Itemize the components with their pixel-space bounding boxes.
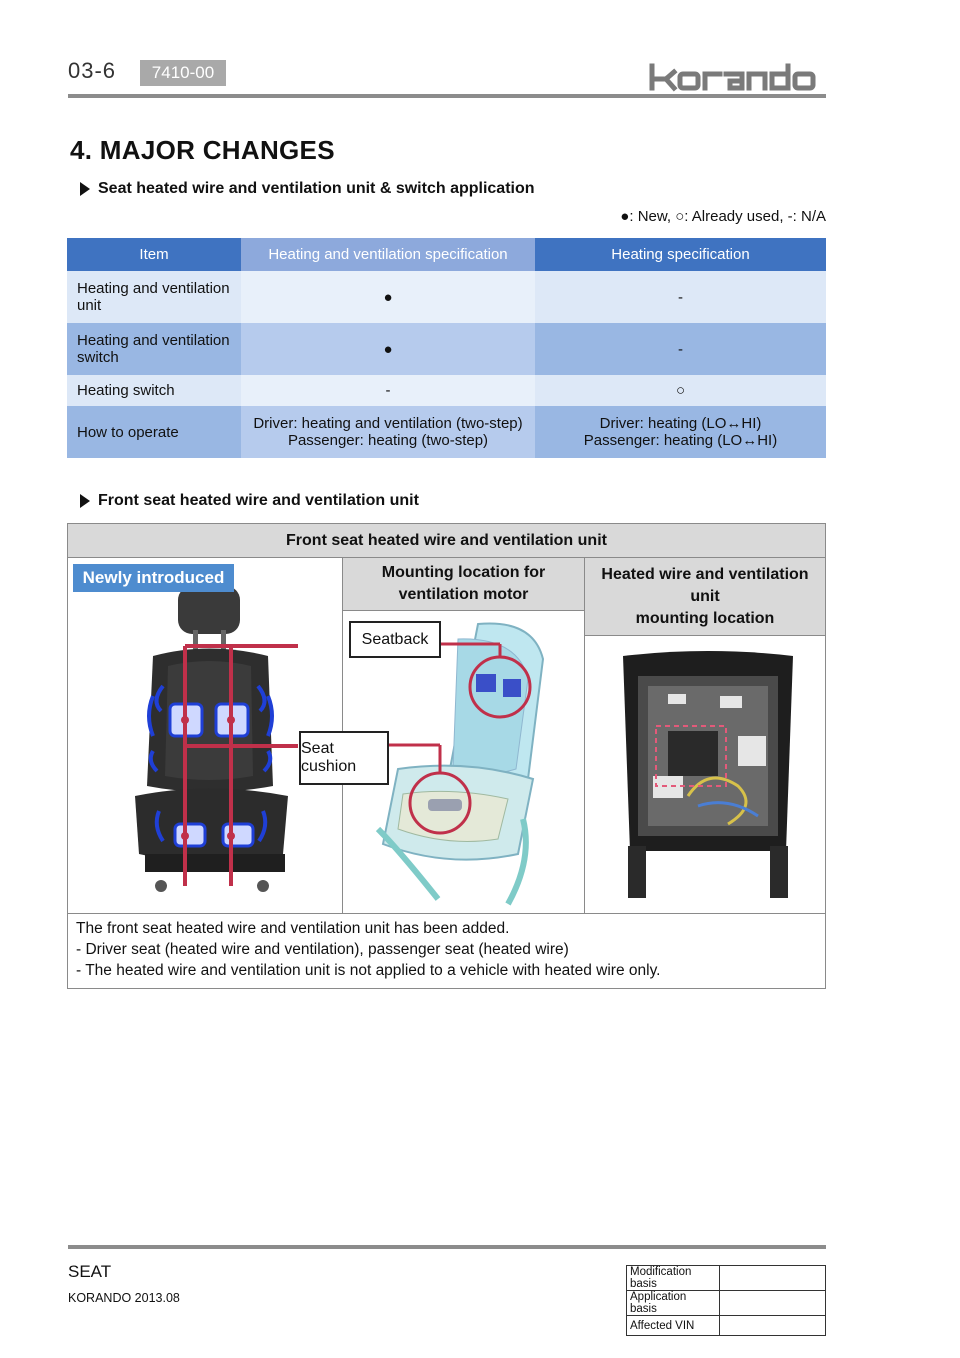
application-basis-label: Application basis (626, 1290, 720, 1316)
symbol-legend: ●: New, ○: Already used, -: N/A (620, 208, 826, 225)
footer-section-name: SEAT (68, 1262, 112, 1281)
header-hv-spec: Heating and ventilation specification (241, 238, 535, 271)
seatback-callout: Seatback (349, 621, 441, 658)
note-line: - Driver seat (heated wire and ventilati… (76, 941, 569, 958)
specification-table: Item Heating and ventilation specificati… (67, 238, 826, 458)
subtitle-switch-application: Seat heated wire and ventilation unit & … (80, 180, 535, 198)
column-divider (584, 557, 585, 913)
row-hv-value: Driver: heating and ventilation (two-ste… (241, 406, 535, 458)
modification-basis-value (719, 1265, 826, 1291)
table-row: Heating and ventilation switch ● - (67, 323, 826, 375)
seat-cushion-callout: Seat cushion (299, 731, 389, 785)
row-item: Heating and ventilation unit (67, 271, 241, 323)
header-rule (68, 94, 826, 98)
row-divider (68, 913, 825, 914)
seat-unit-table: Front seat heated wire and ventilation u… (67, 523, 826, 989)
table-row: Application basis (626, 1290, 826, 1316)
row-divider (585, 635, 825, 636)
row-hv-value: - (241, 375, 535, 406)
operate-h-line1: Driver: heating (LO↔HI) (599, 415, 762, 432)
table-row: Heating and ventilation unit ● - (67, 271, 826, 323)
footer-rule (68, 1245, 826, 1249)
header-h-spec: Heating specification (535, 238, 826, 271)
header-item: Item (67, 238, 241, 271)
mounting-location-header: Heated wire and ventilation unit mountin… (585, 558, 825, 635)
row-h-value: Driver: heating (LO↔HI) Passenger: heati… (535, 406, 826, 458)
section-code-badge: 7410-00 (140, 60, 226, 86)
row-h-value: - (535, 271, 826, 323)
operate-hv-line1: Driver: heating and ventilation (two-ste… (253, 415, 523, 432)
table-row: Modification basis (626, 1265, 826, 1291)
note-line: The front seat heated wire and ventilati… (76, 920, 510, 937)
driver-seat-ventilation-image (135, 586, 298, 892)
korando-logo: korando (649, 63, 816, 92)
affected-vin-value (719, 1315, 826, 1336)
affected-vin-label: Affected VIN (626, 1315, 720, 1336)
mounting-header-line2: mounting location (635, 609, 775, 627)
application-basis-value (719, 1290, 826, 1316)
newly-introduced-badge: Newly introduced (73, 564, 234, 592)
subtitle-front-seat: Front seat heated wire and ventilation u… (80, 492, 419, 510)
modification-basis-label: Modification basis (626, 1265, 720, 1291)
triangle-bullet-icon (80, 182, 90, 196)
row-item: Heating and ventilation switch (67, 323, 241, 375)
table-row: Affected VIN (626, 1315, 826, 1336)
row-h-value: ○ (535, 375, 826, 406)
table-row: Heating switch - ○ (67, 375, 826, 406)
row-hv-value: ● (241, 271, 535, 323)
heated-wire-unit-mounting-image (623, 651, 793, 898)
section-title: 4. MAJOR CHANGES (70, 135, 335, 165)
row-item: How to operate (67, 406, 241, 458)
modification-table: Modification basis Application basis Aff… (626, 1265, 826, 1336)
operate-h-line2: Passenger: heating (LO↔HI) (583, 432, 778, 449)
row-h-value: - (535, 323, 826, 375)
operate-hv-line2: Passenger: heating (two-step) (287, 432, 489, 449)
row-item: Heating switch (67, 375, 241, 406)
seat-unit-notes: The front seat heated wire and ventilati… (76, 918, 660, 981)
subtitle-text: Front seat heated wire and ventilation u… (98, 492, 419, 509)
ventilation-motor-header: Mounting location for ventilation motor (343, 558, 584, 610)
page-number: 03-6 (68, 58, 117, 83)
triangle-bullet-icon (80, 494, 90, 508)
spec-header-row: Item Heating and ventilation specificati… (67, 238, 826, 271)
row-hv-value: ● (241, 323, 535, 375)
ventilation-motor-location-image (358, 622, 545, 906)
footer-model: KORANDO 2013.08 (68, 1291, 180, 1305)
subtitle-text: Seat heated wire and ventilation unit & … (98, 180, 535, 197)
row-divider (343, 610, 584, 611)
seat-table-title: Front seat heated wire and ventilation u… (68, 524, 825, 558)
table-row: How to operate Driver: heating and venti… (67, 406, 826, 458)
mounting-header-line1: Heated wire and ventilation unit (601, 565, 809, 605)
note-line: - The heated wire and ventilation unit i… (76, 962, 661, 979)
